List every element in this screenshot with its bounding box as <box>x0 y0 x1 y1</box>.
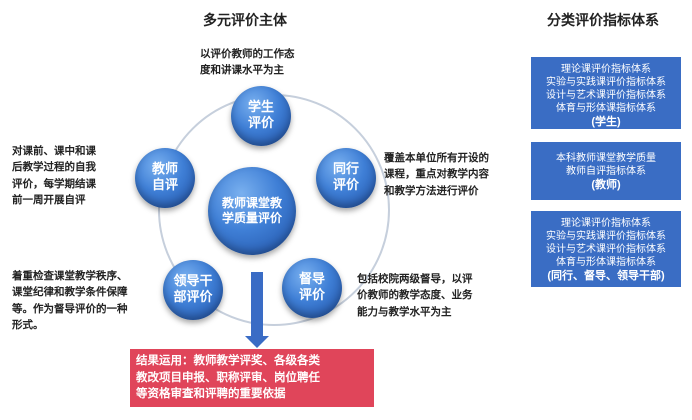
node-self-evaluation: 教师自评 <box>135 148 195 208</box>
node-classroom-quality-evaluation: 教师课堂教学质量评价 <box>208 167 296 255</box>
node-student-evaluation: 学生评价 <box>231 86 291 146</box>
node-self-line2: 自评 <box>151 178 178 193</box>
node-center-line2: 学质量评价 <box>221 211 282 225</box>
index-box-owner: (学生) <box>591 116 621 128</box>
index-item: 本科教师课堂教学质量 <box>556 153 656 164</box>
index-item: 体育与形体课指标体系 <box>556 103 656 114</box>
down-arrow-head <box>245 336 269 348</box>
desc-leader: 着重检查课堂教学秩序、 课堂纪律和教学条件保障 等。作为督导评价的一种 形式。 <box>12 270 128 331</box>
index-box-teacher: 本科教师课堂教学质量 教师自评指标体系 (教师) <box>531 142 681 200</box>
index-box-owner: (同行、督导、领导干部) <box>547 270 665 282</box>
title-evaluation-subjects: 多元评价主体 <box>203 13 287 29</box>
node-peer-line1: 同行 <box>332 161 359 177</box>
index-box-peer-supervisor-leader: 理论课评价指标体系 实验与实践课评价指标体系 设计与艺术课评价指标体系 体育与形… <box>531 211 681 287</box>
result-label: 结果运用： <box>136 353 194 367</box>
result-line1: 教师教学评奖、各级各类 <box>193 353 321 367</box>
index-item: 教师自评指标体系 <box>566 166 646 177</box>
node-leader-line1: 领导干 <box>173 273 213 289</box>
index-box-student: 理论课评价指标体系 实验与实践课评价指标体系 设计与艺术课评价指标体系 体育与形… <box>531 57 681 129</box>
node-peer-evaluation: 同行评价 <box>316 148 376 208</box>
result-line2: 教改项目申报、职称评审、岗位聘任 <box>136 369 320 384</box>
desc-self: 对课前、课中和课 后教学过程的自我 评价，每学期结课 前一周开展自评 <box>12 145 96 206</box>
node-student-line1: 学生 <box>247 99 274 115</box>
node-leader-line2: 部评价 <box>173 290 213 305</box>
index-item: 理论课评价指标体系 <box>561 218 651 229</box>
node-leader-evaluation: 领导干部评价 <box>163 260 223 320</box>
down-arrow <box>251 272 263 338</box>
node-student-line2: 评价 <box>247 116 274 131</box>
index-item: 实验与实践课评价指标体系 <box>546 77 666 88</box>
desc-peer: 覆盖本单位所有开设的 课程，重点对教学内容 和教学方法进行评价 <box>384 152 489 197</box>
node-peer-line2: 评价 <box>332 178 359 193</box>
node-supervisor-line1: 督导 <box>298 271 325 287</box>
node-center-line1: 教师课堂教 <box>221 196 282 210</box>
result-line3: 等资格审查和评聘的重要依据 <box>136 386 286 401</box>
index-item: 设计与艺术课评价指标体系 <box>546 244 666 255</box>
title-index-systems: 分类评价指标体系 <box>547 13 659 29</box>
node-supervisor-line2: 评价 <box>298 288 325 303</box>
desc-supervisor: 包括校院两级督导，以评 价教师的教学态度、业务 能力与教学水平为主 <box>357 273 473 318</box>
index-item: 理论课评价指标体系 <box>561 64 651 75</box>
index-item: 设计与艺术课评价指标体系 <box>546 90 666 101</box>
desc-student: 以评价教师的工作态 度和讲课水平为主 <box>200 48 295 77</box>
index-item: 体育与形体课指标体系 <box>556 257 656 268</box>
result-application-box: 结果运用：教师教学评奖、各级各类 教改项目申报、职称评审、岗位聘任 等资格审查和… <box>130 349 374 407</box>
node-self-line1: 教师 <box>151 161 178 177</box>
index-box-owner: (教师) <box>591 179 621 191</box>
node-supervisor-evaluation: 督导评价 <box>282 258 342 318</box>
index-item: 实验与实践课评价指标体系 <box>546 231 666 242</box>
